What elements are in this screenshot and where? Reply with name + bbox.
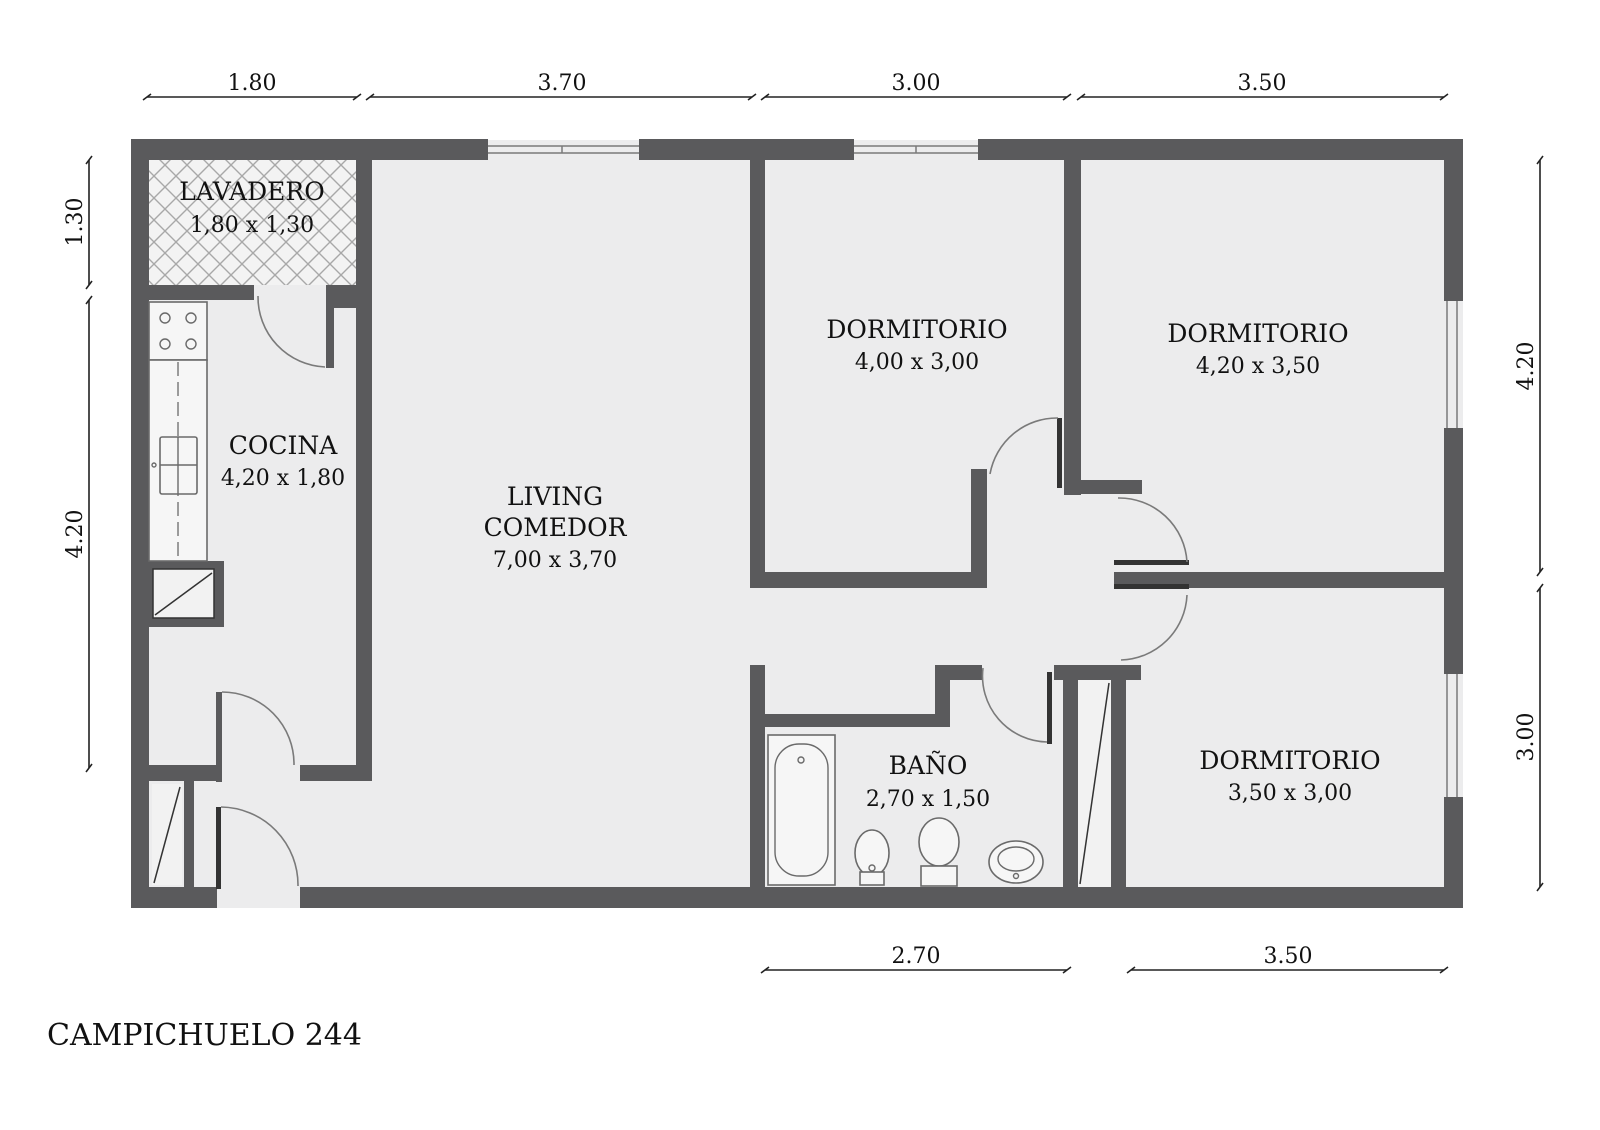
plan-title: CAMPICHUELO 244 — [47, 1018, 362, 1053]
dim-right-1-label: 4.20 — [1514, 342, 1539, 391]
dimension-lines: 1.80 3.70 3.00 3.50 2.70 — [63, 71, 1544, 974]
dim-bottom-2: 3.50 — [1126, 944, 1449, 974]
lavadero-name: LAVADERO — [179, 177, 324, 206]
bano-size: 2,70 x 1,50 — [866, 787, 990, 812]
dim-left-2-label: 4.20 — [63, 510, 88, 559]
dim-top-1-label: 1.80 — [228, 71, 277, 96]
door-bano — [981, 667, 1052, 744]
window-dorm1 — [854, 145, 978, 154]
dim-left-2: 4.20 — [63, 295, 93, 773]
fixtures — [148, 301, 1044, 887]
door-entry — [216, 806, 299, 889]
dim-right-2-label: 3.00 — [1514, 713, 1539, 762]
doors — [216, 295, 1189, 889]
bidet-icon — [854, 829, 890, 886]
window-dorm3 — [1446, 674, 1458, 797]
dim-top-2-label: 3.70 — [538, 71, 587, 96]
living-size: 7,00 x 3,70 — [493, 548, 617, 573]
door-dorm3 — [1114, 584, 1189, 661]
lavadero-size: 1,80 x 1,30 — [190, 213, 314, 238]
window-dorm2 — [1446, 301, 1458, 428]
dim-right-1: 4.20 — [1514, 155, 1544, 577]
washbasin-icon — [988, 840, 1044, 884]
dim-bottom-1-label: 2.70 — [892, 944, 941, 969]
bano-name: BAÑO — [889, 750, 968, 780]
cocina-name: COCINA — [229, 431, 339, 460]
dim-right-2: 3.00 — [1514, 583, 1544, 892]
dim-bottom-1: 2.70 — [760, 944, 1072, 974]
windows — [488, 145, 1458, 797]
stove-icon — [148, 301, 208, 361]
dim-top-3: 3.00 — [760, 71, 1072, 101]
walls — [131, 139, 1463, 908]
toilet-icon — [918, 817, 960, 887]
living-name-2: COMEDOR — [484, 513, 628, 542]
dorm1-size: 4,00 x 3,00 — [855, 350, 979, 375]
dim-left-1: 1.30 — [63, 155, 93, 290]
door-dorm2 — [1114, 497, 1189, 565]
dim-top-2: 3.70 — [365, 71, 757, 101]
dorm3-size: 3,50 x 3,00 — [1228, 781, 1352, 806]
door-lavadero — [257, 295, 326, 368]
dorm3-name: DORMITORIO — [1199, 746, 1380, 775]
dim-top-1: 1.80 — [142, 71, 362, 101]
door-cocina — [221, 691, 295, 766]
dorm2-name: DORMITORIO — [1167, 319, 1348, 348]
sink-icon — [151, 436, 198, 495]
dim-left-1-label: 1.30 — [63, 198, 88, 247]
dim-top-4-label: 3.50 — [1238, 71, 1287, 96]
cocina-size: 4,20 x 1,80 — [221, 466, 345, 491]
bathtub-icon — [767, 734, 836, 886]
lavadero-floor — [148, 160, 356, 285]
room-labels: LAVADERO 1,80 x 1,30 COCINA 4,20 x 1,80 … — [179, 177, 1380, 812]
dim-bottom-2-label: 3.50 — [1264, 944, 1313, 969]
living-name-1: LIVING — [507, 482, 603, 511]
dim-top-3-label: 3.00 — [892, 71, 941, 96]
door-dorm1 — [989, 417, 1062, 488]
dorm2-size: 4,20 x 3,50 — [1196, 354, 1320, 379]
window-living — [488, 145, 639, 154]
dorm1-name: DORMITORIO — [826, 315, 1007, 344]
dim-top-4: 3.50 — [1076, 71, 1449, 101]
